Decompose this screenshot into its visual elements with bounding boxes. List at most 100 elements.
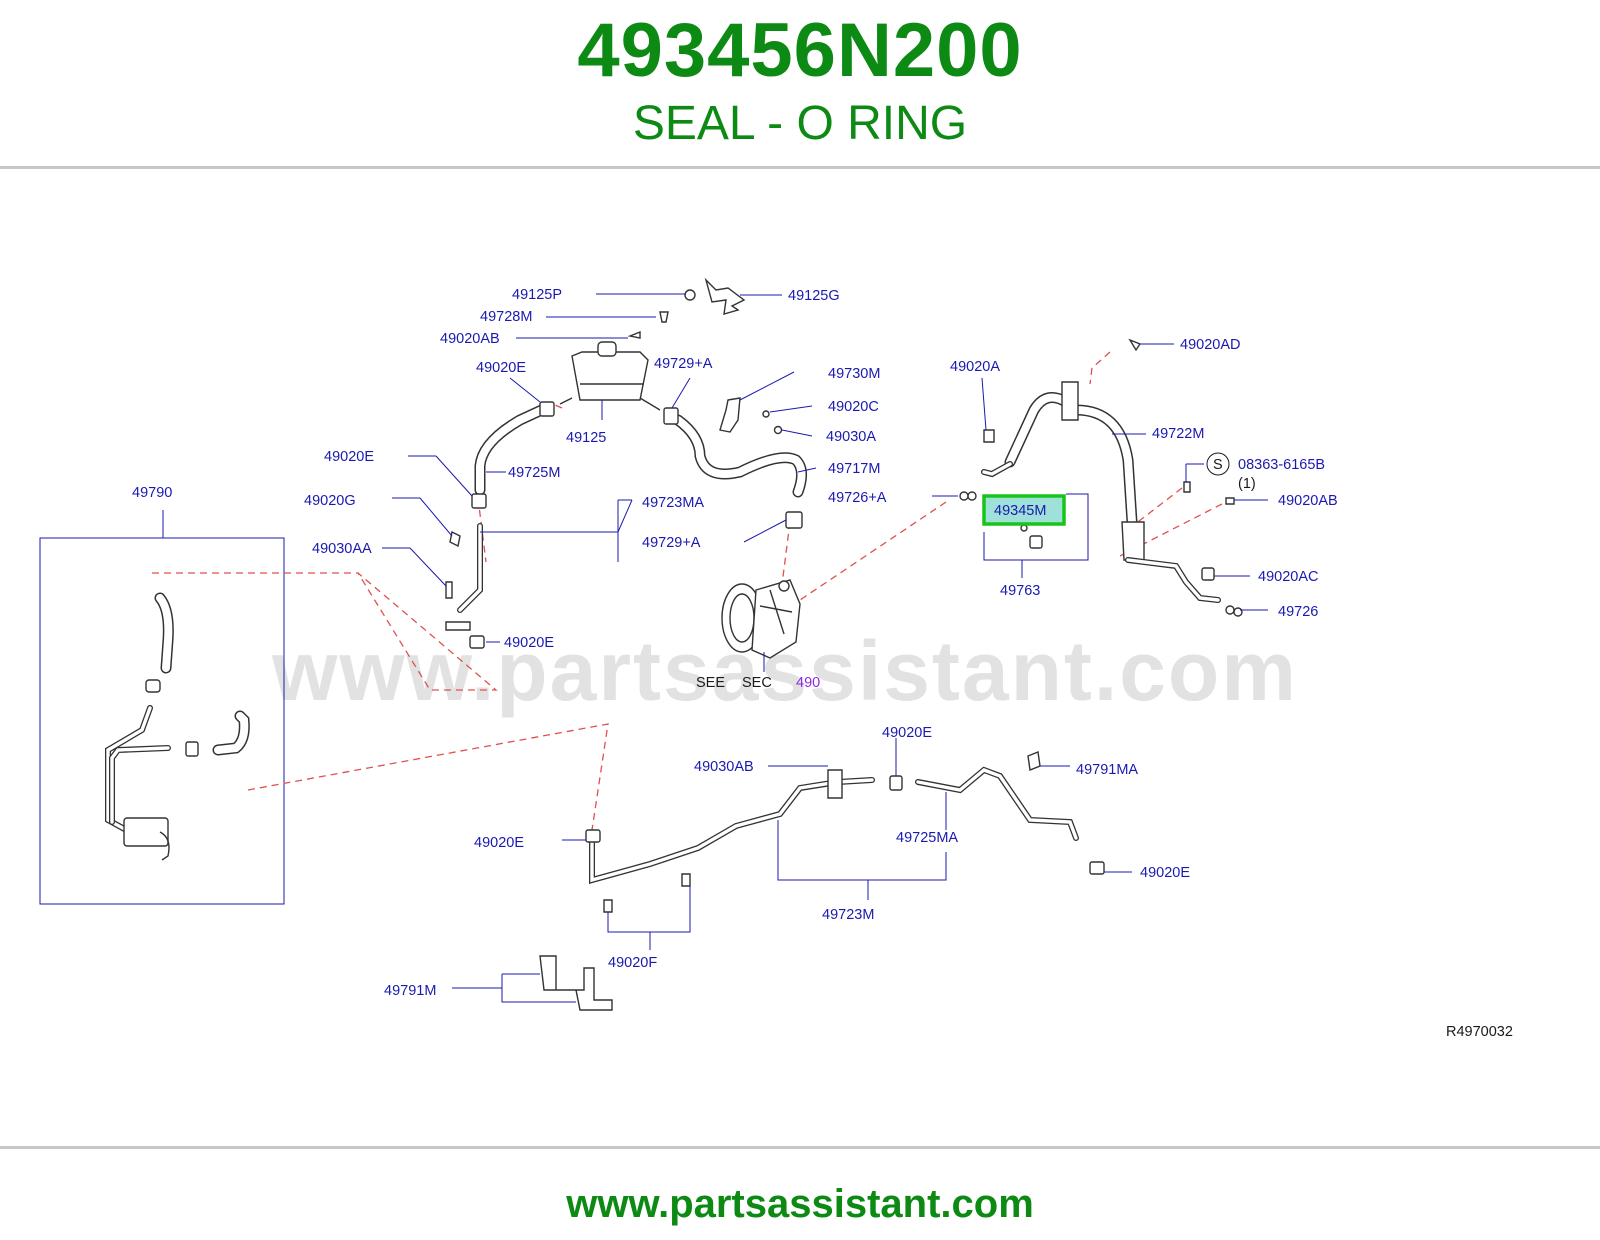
label-49020AB-right[interactable]: 49020AB	[1278, 493, 1338, 509]
label-49728M[interactable]: 49728M	[480, 309, 532, 325]
bolt-49020AD[interactable]	[1128, 338, 1142, 352]
label-49125P[interactable]: 49125P	[512, 287, 562, 303]
oring-49726-b[interactable]	[1233, 607, 1243, 617]
grommet-49125P[interactable]	[684, 289, 696, 301]
page-header: 493456N200 SEAL - O RING	[0, 0, 1600, 168]
dashed-link-g	[1089, 351, 1111, 385]
label-49020E-c[interactable]: 49020E	[504, 635, 554, 651]
label-49020A[interactable]: 49020A	[950, 359, 1000, 375]
label-49020E-b[interactable]: 49020E	[324, 449, 374, 465]
label-49020E-e[interactable]: 49020E	[474, 835, 524, 851]
label-49020E-f[interactable]: 49020E	[1140, 865, 1190, 881]
clip-49791MA[interactable]	[1027, 751, 1041, 771]
label-49020AD[interactable]: 49020AD	[1180, 337, 1240, 353]
label-49729A-a[interactable]: 49729+A	[654, 356, 713, 372]
clamp-49020E-b[interactable]	[471, 493, 487, 509]
fitting-49020AC[interactable]	[1201, 567, 1215, 581]
bolt-49020AB-top[interactable]	[627, 330, 641, 339]
power-steering-pump[interactable]	[721, 579, 801, 659]
clamp-49020E-c[interactable]	[469, 635, 485, 649]
label-49125[interactable]: 49125	[566, 430, 606, 446]
leader-49020G	[419, 497, 453, 537]
bracket-49723MA[interactable]	[445, 621, 471, 631]
leader-49717M	[797, 467, 817, 473]
label-49020E-d[interactable]: 49020E	[882, 725, 932, 741]
footer-url-link[interactable]: www.partsassistant.com	[566, 1182, 1034, 1226]
label-49717M[interactable]: 49717M	[828, 461, 880, 477]
label-49763[interactable]: 49763	[1000, 583, 1040, 599]
hose-assembly-49790[interactable]	[105, 592, 250, 861]
clip-49020F-a[interactable]	[603, 899, 613, 913]
clamp-49020E-e[interactable]	[889, 775, 903, 791]
sec-number-link[interactable]: 490	[796, 675, 820, 691]
label-49726A[interactable]: 49726+A	[828, 490, 887, 506]
label-49020AC[interactable]: 49020AC	[1258, 569, 1318, 585]
label-49790[interactable]: 49790	[132, 485, 172, 501]
bolt-49030A[interactable]	[773, 425, 783, 435]
bracket-49730M[interactable]	[719, 397, 741, 433]
clip-49020G[interactable]	[449, 530, 461, 548]
bracket-49791M[interactable]	[539, 955, 613, 1011]
label-49791MA[interactable]: 49791MA	[1076, 762, 1138, 778]
label-49345M[interactable]: 49345M	[994, 503, 1046, 519]
bracket-49722M-top[interactable]	[1061, 381, 1079, 421]
label-49725MA[interactable]: 49725MA	[896, 830, 958, 846]
label-49723M[interactable]: 49723M	[822, 907, 874, 923]
label-49726[interactable]: 49726	[1278, 604, 1318, 620]
leader-49020E-a	[509, 377, 541, 403]
leader-49723M	[777, 820, 947, 881]
oring-49726-a[interactable]	[1225, 605, 1235, 615]
clamp-49729A-b[interactable]	[785, 511, 803, 529]
label-49030A[interactable]: 49030A	[826, 429, 876, 445]
assembly-box-49790	[39, 537, 285, 905]
oring-49726A-a[interactable]	[959, 491, 969, 501]
label-49020F[interactable]: 49020F	[608, 955, 657, 971]
leader-49730M	[739, 371, 795, 401]
oring-49726A-b[interactable]	[967, 491, 977, 501]
clip-49020F-b[interactable]	[681, 873, 691, 887]
reservoir-49125[interactable]	[559, 341, 661, 411]
label-49125G[interactable]: 49125G	[788, 288, 840, 304]
bracket-49030AB[interactable]	[827, 769, 843, 799]
label-49723MA[interactable]: 49723MA	[642, 495, 704, 511]
label-49030AA[interactable]: 49030AA	[312, 541, 372, 557]
leader-49729A-a	[671, 377, 691, 409]
label-49725M[interactable]: 49725M	[508, 465, 560, 481]
label-49020E-a[interactable]: 49020E	[476, 360, 526, 376]
label-08363[interactable]: 08363-6165B	[1238, 457, 1325, 473]
label-49020C[interactable]: 49020C	[828, 399, 879, 415]
sensor-49763[interactable]	[1029, 535, 1043, 549]
leader-49020E-b	[435, 455, 473, 497]
hose-49722M-b[interactable]	[1070, 404, 1138, 528]
dashed-link-f	[799, 501, 947, 601]
clamp-49020E-d[interactable]	[585, 829, 601, 843]
bolt-49020AB-right[interactable]	[1225, 497, 1235, 505]
tube-49723MA[interactable]	[457, 523, 483, 613]
bolt-49020A[interactable]	[983, 429, 995, 443]
label-49791M[interactable]: 49791M	[384, 983, 436, 999]
bracket-49722M-bottom[interactable]	[1121, 521, 1145, 561]
clamp-49729A-a[interactable]	[663, 407, 679, 425]
label-49030AB[interactable]: 49030AB	[694, 759, 754, 775]
label-49020G[interactable]: 49020G	[304, 493, 356, 509]
part-number-title: 493456N200	[577, 8, 1023, 93]
footer-divider	[0, 1146, 1600, 1149]
label-49729A-b[interactable]: 49729+A	[642, 535, 701, 551]
label-49730M[interactable]: 49730M	[828, 366, 880, 382]
leader-49030A	[781, 429, 813, 437]
label-49020AB-top[interactable]: 49020AB	[440, 331, 500, 347]
header-divider	[0, 166, 1600, 169]
clamp-49020E-a[interactable]	[539, 401, 555, 417]
bolt-08363[interactable]	[1183, 481, 1191, 493]
clamp-49020E-f[interactable]	[1089, 861, 1105, 875]
leader-49020C	[769, 405, 813, 413]
label-49722M[interactable]: 49722M	[1152, 426, 1204, 442]
clip-49728M[interactable]	[659, 311, 669, 323]
highlight-49345M[interactable]	[982, 494, 1066, 526]
nut-49020C[interactable]	[762, 410, 770, 418]
oring-49345M[interactable]	[1020, 524, 1028, 532]
bolt-49030AA[interactable]	[445, 581, 453, 599]
diagram-ref-code: R4970032	[1446, 1024, 1513, 1040]
bracket-49125G[interactable]	[704, 277, 746, 315]
tube-49725MA[interactable]	[915, 766, 1079, 841]
